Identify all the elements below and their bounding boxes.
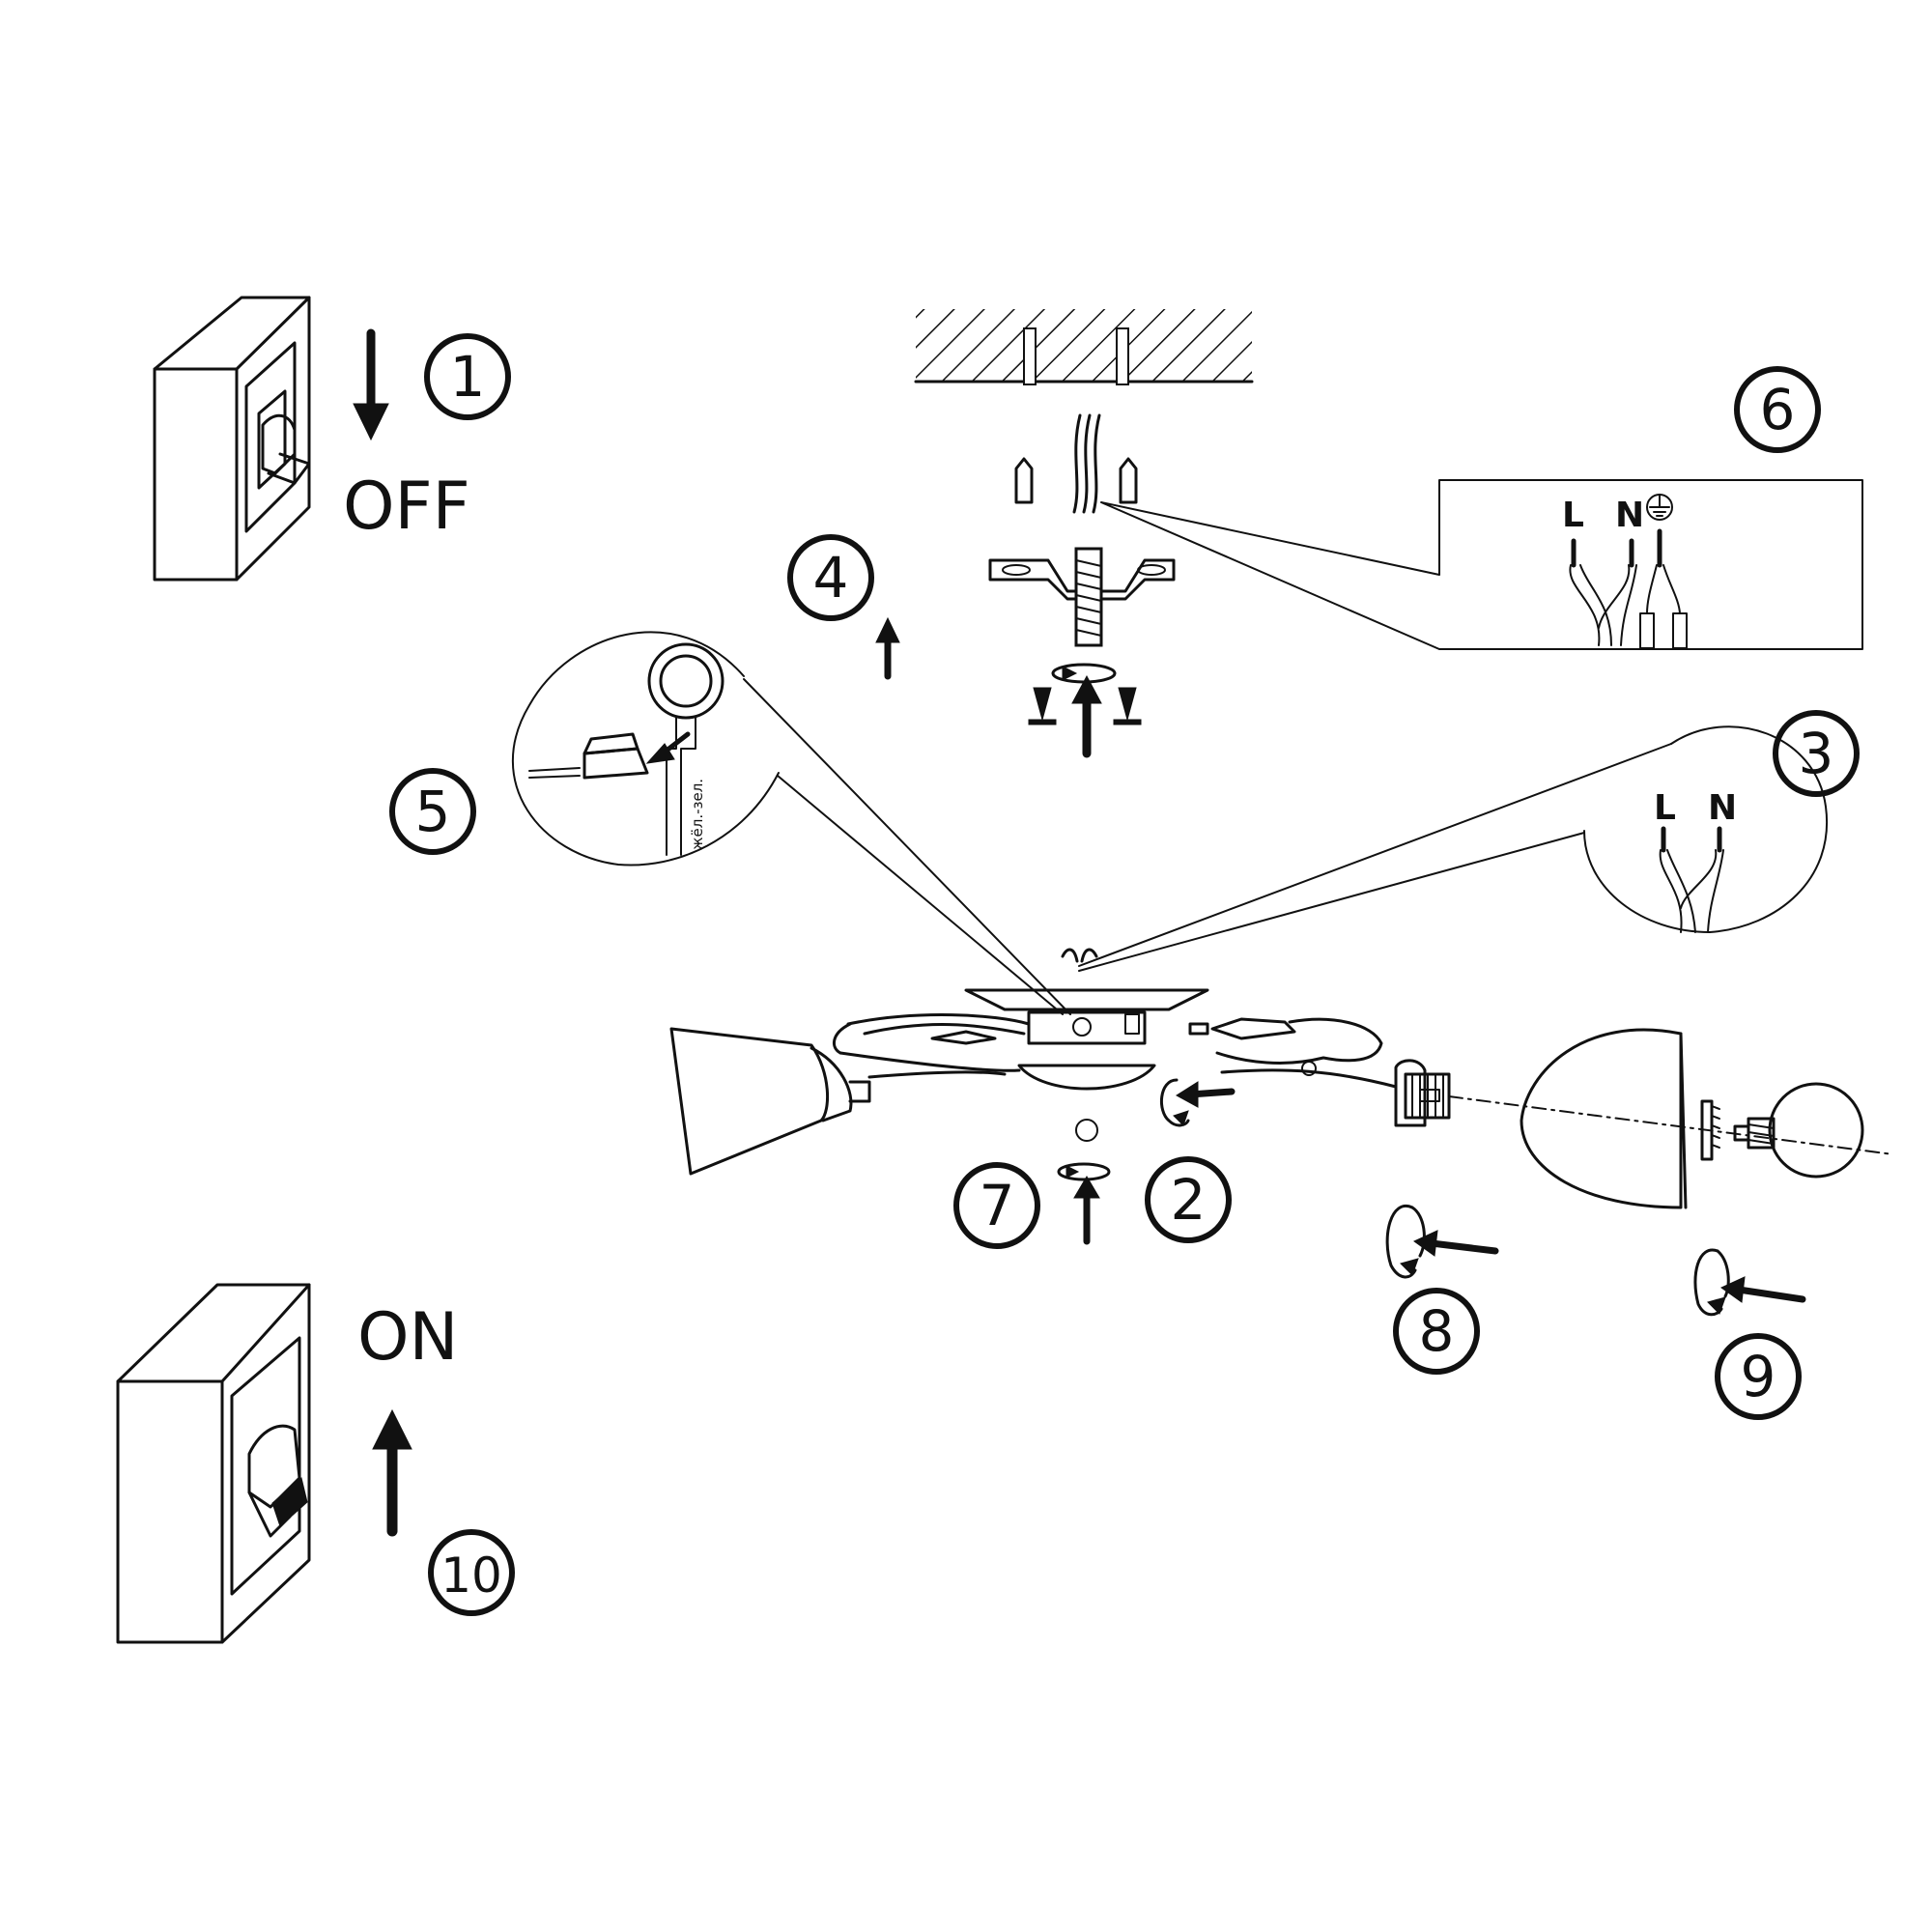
arrow-left-icon	[1720, 1276, 1806, 1303]
step-1-number: 1	[450, 344, 486, 410]
off-label: OFF	[343, 469, 470, 545]
step-3-number: 3	[1799, 721, 1834, 786]
rotate-nut-icon	[1051, 663, 1117, 684]
chandelier-body	[964, 948, 1209, 1142]
step-4-badge: 4	[787, 534, 874, 621]
step-8-badge: 8	[1393, 1288, 1480, 1375]
mains-neutral-label: N	[1615, 496, 1644, 535]
arrow-down-left-icon	[645, 731, 691, 764]
arrow-up-icon	[372, 1408, 412, 1537]
retaining-ring	[1700, 1099, 1720, 1161]
rotate-finial-icon	[1057, 1162, 1111, 1181]
arrow-left-icon	[1413, 1230, 1499, 1257]
mains-live-label: L	[1562, 496, 1584, 535]
rotate-cap-icon	[1159, 1078, 1190, 1127]
arrow-up-icon	[875, 616, 900, 680]
arrow-up-icon	[1071, 674, 1102, 758]
arrow-down-icon	[353, 328, 389, 441]
step-10-badge: 10	[428, 1529, 515, 1616]
lamp-shade-left	[669, 1027, 871, 1176]
step-6-number: 6	[1760, 377, 1796, 442]
step-10-number: 10	[440, 1548, 502, 1604]
step-7-badge: 7	[953, 1162, 1040, 1249]
on-label: ON	[357, 1299, 458, 1376]
ceiling-wires	[1072, 413, 1101, 514]
ceiling-section	[914, 309, 1254, 385]
mains-wiring-callout: L N	[1100, 479, 1863, 650]
light-bulb-icon	[1733, 1082, 1864, 1179]
ground-screw-callout: жёл.-зел.	[511, 631, 1071, 1015]
assembly-axis-line	[1448, 1095, 1894, 1155]
arrow-up-icon	[1073, 1176, 1100, 1245]
switch-off-illustration	[153, 296, 311, 582]
step-9-badge: 9	[1715, 1333, 1802, 1420]
step-7-number: 7	[980, 1173, 1015, 1238]
fixture-live-label: L	[1654, 788, 1676, 828]
step-8-number: 8	[1419, 1298, 1455, 1364]
step-3-badge: 3	[1773, 710, 1860, 797]
wall-plug-icon	[1014, 457, 1138, 504]
step-4-number: 4	[813, 545, 849, 611]
step-2-number: 2	[1171, 1167, 1207, 1233]
step-5-badge: 5	[389, 768, 476, 855]
chandelier-right-arm	[1188, 1017, 1398, 1089]
fixture-wiring-callout: L N	[1078, 725, 1829, 972]
rotate-bulb-icon	[1693, 1248, 1730, 1317]
step-9-number: 9	[1741, 1344, 1776, 1409]
ground-symbol-icon	[1646, 494, 1673, 521]
rotate-shade-ring-icon	[1385, 1204, 1426, 1279]
mounting-bracket	[988, 547, 1176, 647]
ground-wire-label: жёл.-зел.	[689, 779, 706, 850]
step-5-number: 5	[415, 779, 451, 844]
arrow-left-icon	[1176, 1081, 1236, 1108]
lamp-socket	[1394, 1059, 1451, 1127]
step-1-badge: 1	[424, 333, 511, 420]
step-2-badge: 2	[1145, 1156, 1232, 1243]
chandelier-left-arm	[832, 1013, 1031, 1079]
switch-on-illustration	[116, 1283, 311, 1644]
step-6-badge: 6	[1734, 366, 1821, 453]
lamp-shade-right	[1520, 1028, 1688, 1209]
fixture-neutral-label: N	[1708, 788, 1737, 828]
screw-icon	[1028, 687, 1142, 725]
